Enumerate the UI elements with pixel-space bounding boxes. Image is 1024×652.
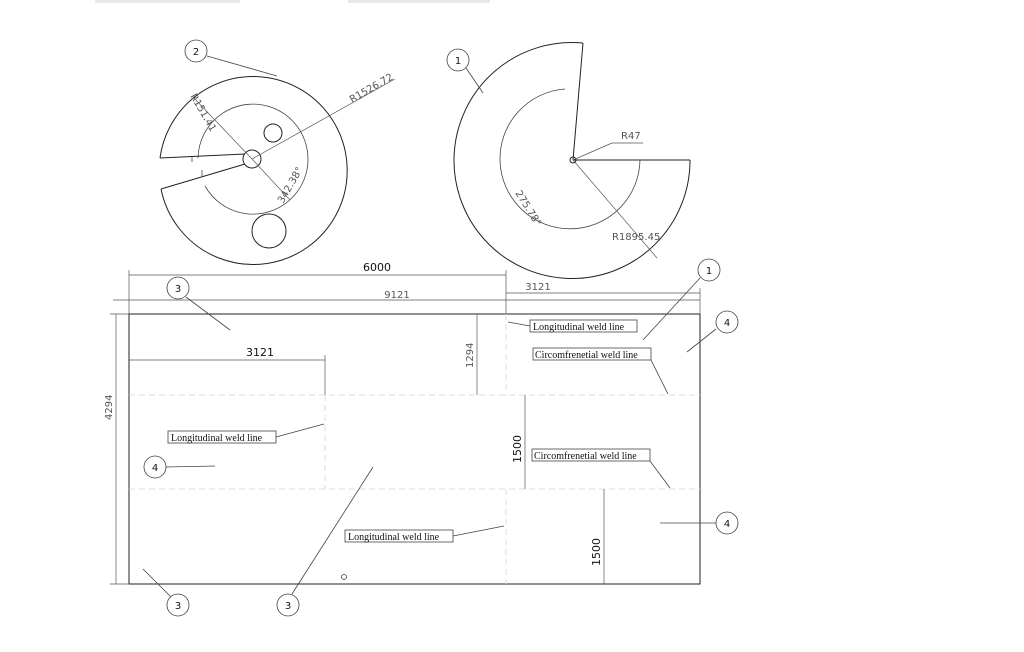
label-long-weld-top: Longitudinal weld line <box>507 319 638 333</box>
svg-text:3121: 3121 <box>246 346 274 359</box>
svg-text:Circomfrenetial weld line: Circomfrenetial weld line <box>535 350 638 361</box>
svg-text:Longitudinal weld line: Longitudinal weld line <box>171 433 263 444</box>
label-circ-weld-mid: Circomfrenetial weld line <box>531 448 671 489</box>
dim-1294: 1294 <box>465 314 478 395</box>
dim-6000: 6000 <box>128 261 507 314</box>
label-circ-weld-top: Circomfrenetial weld line <box>532 347 669 395</box>
svg-text:3: 3 <box>175 601 181 612</box>
dim-3121-inner: 3121 <box>129 346 326 395</box>
dim-3121-top: 3121 <box>506 282 701 314</box>
dim-1500-bottom: 1500 <box>590 489 605 584</box>
dim-9121: 9121 <box>113 290 700 301</box>
svg-text:3: 3 <box>175 284 181 295</box>
part-2-notch-lower <box>160 163 246 190</box>
part-2-radius-outer: R1526.72 <box>348 72 395 106</box>
svg-text:4: 4 <box>724 519 730 530</box>
dim-1500-mid: 1500 <box>511 395 526 489</box>
balloon-2-top: 2 <box>184 39 278 77</box>
svg-text:2: 2 <box>193 47 199 58</box>
part-2-radius-inner: R151.41 <box>187 92 218 134</box>
svg-text:4: 4 <box>724 318 730 329</box>
part-2-center-hole <box>242 149 262 169</box>
part-2-notch-upper <box>159 153 246 159</box>
part-1-radius-outer: R1895.45 <box>612 232 660 243</box>
balloon-3-bottom-mid: 3 <box>276 466 374 617</box>
part-2-hole-small <box>263 123 283 143</box>
part-1-outer-arc <box>453 42 691 279</box>
part-2-hole-large <box>251 213 287 249</box>
balloon-3-bottom-left: 3 <box>142 568 190 617</box>
top-bar-left <box>95 0 240 3</box>
svg-text:Longitudinal weld line: Longitudinal weld line <box>348 532 440 543</box>
svg-text:1500: 1500 <box>590 538 603 566</box>
svg-text:Longitudinal weld line: Longitudinal weld line <box>533 322 625 333</box>
part-1-radius-inner: R47 <box>621 131 641 142</box>
svg-text:9121: 9121 <box>384 290 409 301</box>
svg-text:4: 4 <box>152 463 158 474</box>
part-2-outer-arc <box>159 76 348 266</box>
part-2-angle-arc <box>197 103 309 215</box>
svg-text:1: 1 <box>706 266 712 277</box>
balloon-3-topleft: 3 <box>166 276 231 331</box>
flat-plate <box>128 313 701 585</box>
balloon-1-right: 1 <box>642 258 721 341</box>
dim-4294: 4294 <box>104 313 129 585</box>
svg-text:1500: 1500 <box>511 435 524 463</box>
svg-text:3121: 3121 <box>525 282 550 293</box>
part-1-angle: 275.78° <box>512 189 543 229</box>
balloon-1-top: 1 <box>446 48 484 94</box>
svg-text:4294: 4294 <box>104 395 115 420</box>
balloon-4-right-top: 4 <box>686 310 739 353</box>
svg-text:1: 1 <box>455 56 461 67</box>
svg-text:Circomfrenetial weld line: Circomfrenetial weld line <box>534 451 637 462</box>
label-long-weld-bottom: Longitudinal weld line <box>344 525 505 543</box>
part-2-disc: R151.41 R1526.72 342.38° <box>159 72 395 266</box>
svg-text:3: 3 <box>285 601 291 612</box>
svg-text:1294: 1294 <box>465 343 476 368</box>
top-bar-right <box>348 0 490 3</box>
balloon-4-left: 4 <box>143 455 216 479</box>
svg-text:6000: 6000 <box>363 261 391 274</box>
part-1-sector: R47 R1895.45 275.78° <box>453 42 691 279</box>
label-long-weld-left: Longitudinal weld line <box>167 423 325 444</box>
balloon-4-right-bottom: 4 <box>660 511 739 535</box>
